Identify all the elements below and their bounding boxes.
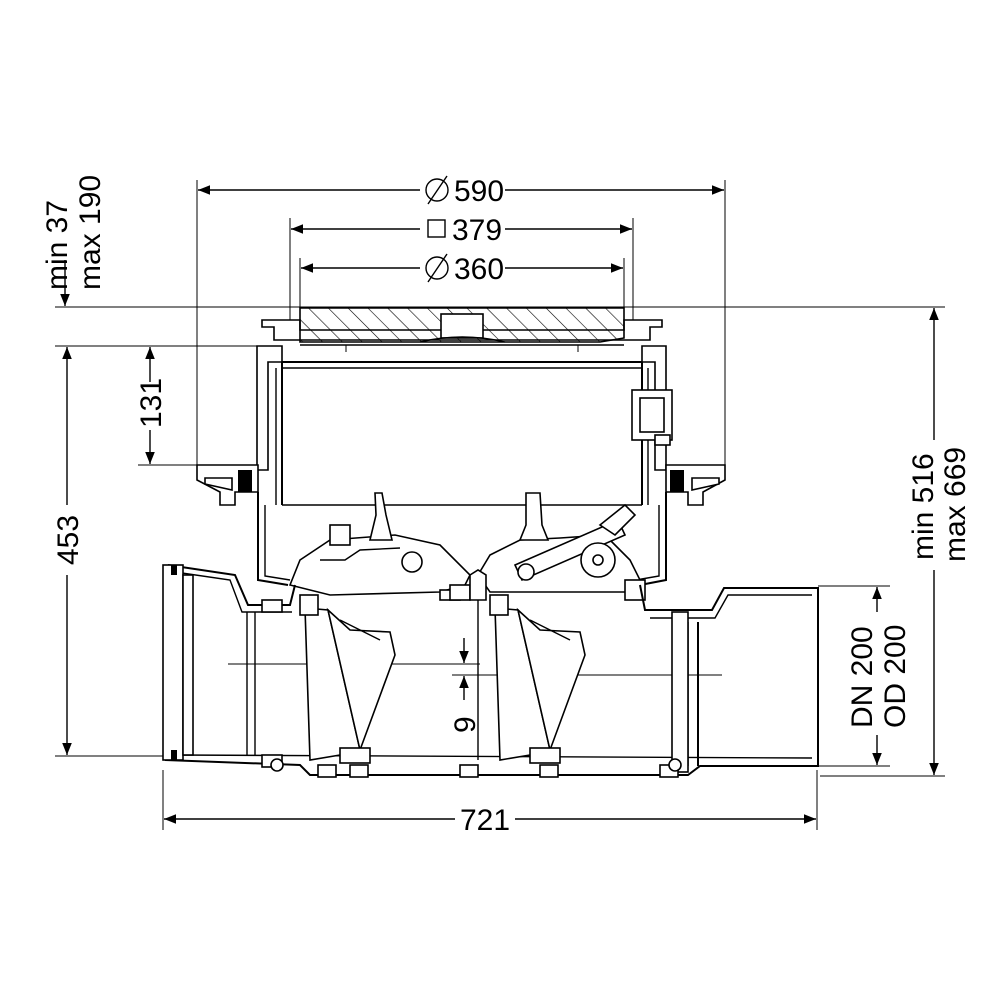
- center-joint: [469, 569, 487, 760]
- dimension-diameter-590: 590: [196, 175, 726, 470]
- dimension-total-height: min 516 max 669: [820, 308, 972, 777]
- lower-body: [257, 492, 667, 586]
- trap-right: [449, 492, 646, 601]
- dimension-length-721: 721: [162, 770, 818, 837]
- flange-right: [665, 464, 726, 506]
- pipe-body: [162, 564, 819, 776]
- flange-left: [196, 464, 259, 506]
- upper-frame: [256, 345, 673, 506]
- dimension-pipe-diameter: DN 200 OD 200: [818, 585, 912, 767]
- diameter-symbol-icon: [425, 253, 449, 283]
- backflow-flap-right: [489, 594, 586, 764]
- dimension-diameter-360: 360: [299, 253, 625, 320]
- dim-360-label: 360: [454, 253, 504, 286]
- square-symbol-icon: [427, 219, 446, 238]
- dim-9-label: 9: [449, 716, 482, 733]
- dim-131-label: 131: [135, 378, 168, 428]
- dim-453-label: 453: [52, 515, 85, 565]
- backflow-flap-left: [299, 594, 396, 764]
- bottom-feet: [270, 758, 682, 778]
- total-height-max-label: max 669: [939, 447, 972, 562]
- dimension-height-adjust: min 37 max 190: [41, 175, 945, 308]
- drain-part-drawing: [162, 307, 819, 778]
- dimension-height-453: 453: [52, 345, 165, 757]
- grating-cover: [261, 307, 663, 352]
- dimension-depth-131: 131: [135, 345, 265, 466]
- height-adjust-max-label: max 190: [74, 175, 107, 290]
- diameter-symbol-icon: [425, 175, 449, 205]
- dimension-offset-9: 9: [228, 638, 722, 733]
- dim-379-label: 379: [452, 214, 502, 247]
- pipe-dn-label: DN 200: [846, 626, 879, 728]
- pipe-od-label: OD 200: [879, 625, 912, 728]
- dim-721-label: 721: [460, 804, 510, 837]
- trap-left: [288, 492, 471, 601]
- dim-590-label: 590: [454, 175, 504, 208]
- total-height-min-label: min 516: [907, 453, 940, 560]
- height-adjust-min-label: min 37: [41, 200, 74, 290]
- dimension-square-379: 379: [289, 214, 634, 320]
